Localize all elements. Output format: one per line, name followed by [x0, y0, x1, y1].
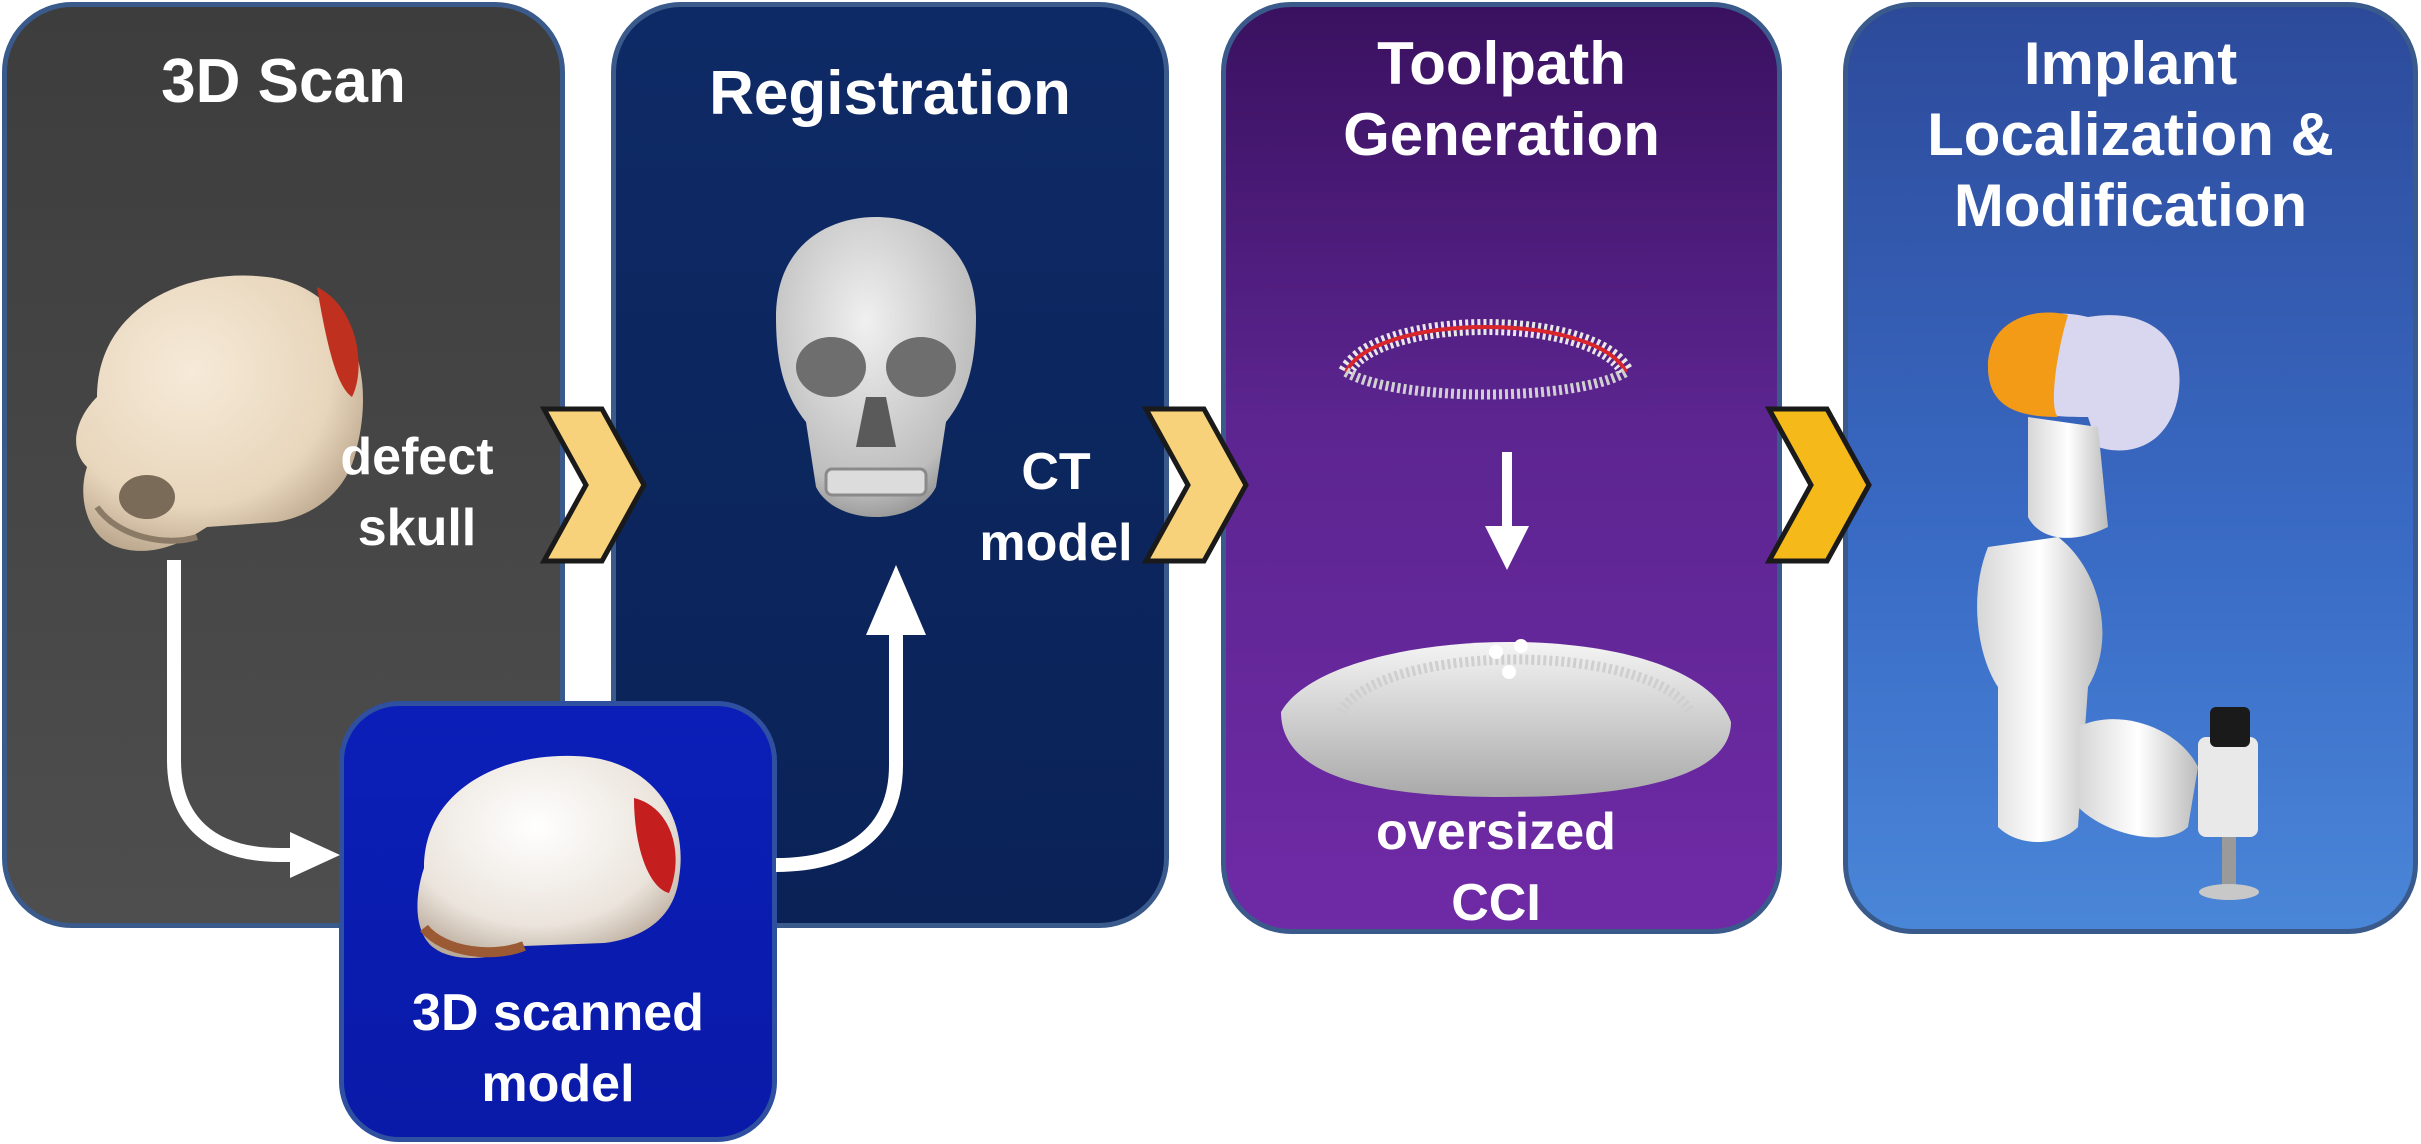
- label-line: model: [481, 1054, 635, 1113]
- oversized-implant-image: [1271, 602, 1741, 802]
- label-line: skull: [357, 498, 477, 557]
- label-line: model: [979, 513, 1133, 572]
- label-line: 3D scanned: [412, 984, 704, 1042]
- label-line: oversized: [1376, 803, 1616, 861]
- robot-arm-image: [1948, 307, 2308, 927]
- scanned-model-label: 3D scanned model: [344, 978, 772, 1119]
- down-arrow-icon: [1485, 452, 1529, 572]
- label-line: defect: [340, 428, 494, 486]
- panel-toolpath-generation: Toolpath Generation: [1221, 2, 1782, 934]
- toolpath-ring-image: [1336, 292, 1636, 422]
- ct-model-label: CT model: [956, 437, 1156, 578]
- oversized-cci-label: oversized CCI: [1346, 797, 1646, 932]
- title-line: Implant: [2023, 30, 2238, 97]
- title-line: Modification: [1953, 171, 2308, 239]
- panel-implant-localization: Implant Localization & Modification: [1843, 2, 2418, 934]
- title-line: Generation: [1343, 100, 1660, 168]
- chevron-right-icon: [540, 406, 647, 564]
- chevron-right-icon: [1765, 406, 1872, 564]
- label-line: CCI: [1451, 873, 1541, 932]
- panel-title: 3D Scan: [161, 47, 406, 116]
- defect-skull-label: defect skull: [317, 422, 517, 563]
- flow-arrow-scan-to-scanned: [167, 560, 340, 878]
- flow-arrow-scanned-to-registration: [776, 565, 926, 872]
- panel-title: Implant Localization & Modification: [1848, 29, 2413, 241]
- title-line: Localization &: [1927, 100, 2334, 168]
- label-line: CT: [1021, 443, 1091, 501]
- ct-skull-model-image: [746, 207, 1006, 547]
- chevron-right-icon: [1142, 406, 1249, 564]
- defect-skull-image: [57, 247, 377, 567]
- title-line: Toolpath: [1377, 30, 1626, 97]
- scanned-skull-image: [394, 738, 694, 968]
- panel-title: Registration: [709, 59, 1071, 128]
- panel-3d-scanned-model: 3D scanned model: [339, 701, 777, 1142]
- panel-3d-scan: 3D Scan defect skull: [2, 2, 565, 928]
- panel-title: Toolpath Generation: [1226, 29, 1777, 171]
